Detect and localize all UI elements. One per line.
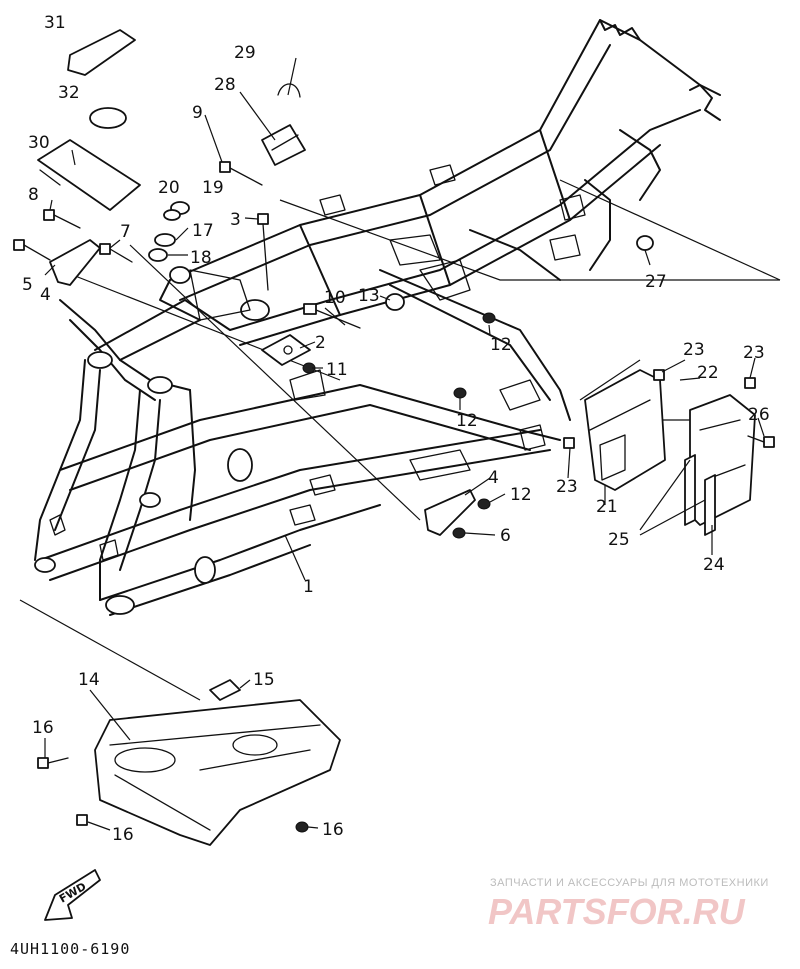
callout-leaders [44,57,765,831]
callout-27: 27 [645,272,667,292]
callout-12-b: 12 [456,411,478,431]
part-8-bolt [43,209,81,229]
callout-5: 5 [22,275,33,295]
part-9-bolt [219,161,263,186]
callout-29: 29 [234,43,256,63]
part-30-cover [37,139,141,211]
part-17-washer [154,233,176,247]
main-frame [34,19,721,616]
callout-22: 22 [697,363,719,383]
part-25-bands [684,454,716,536]
part-4-bracket-right [424,489,476,536]
callout-labels: 31 32 30 29 28 9 20 19 8 3 17 18 7 5 4 1… [22,13,770,845]
callout-20: 20 [158,178,180,198]
part-24-cover [689,394,756,526]
callout-19: 19 [202,178,224,198]
part-26-bolt [747,435,775,448]
watermark-tagline: ЗАПЧАСТИ И АКСЕССУАРЫ ДЛЯ МОТОТЕХНИКИ [490,877,769,889]
callout-23-b: 23 [743,343,765,363]
callout-24: 24 [703,555,725,575]
part-31-pad [67,29,136,76]
callout-4-left: 4 [40,285,51,305]
callout-31: 31 [44,13,66,33]
callout-18: 18 [190,248,212,268]
fwd-arrow-icon: FWD [44,869,101,921]
part-32-disc [89,107,127,129]
part-28-bracket [261,124,306,166]
callout-32: 32 [58,83,80,103]
part-21-battery-box [584,369,666,491]
callout-23-c: 23 [556,477,578,497]
part-13-mount [385,293,405,311]
part-6-nut [452,527,466,539]
callout-17: 17 [192,221,214,241]
callout-1: 1 [303,577,314,597]
callout-9: 9 [192,103,203,123]
callout-7: 7 [120,222,131,242]
callout-30: 30 [28,133,50,153]
part-19-ring [163,209,181,221]
callout-13: 13 [358,286,380,306]
callout-11: 11 [326,360,348,380]
callout-21: 21 [596,497,618,517]
diagram-code: 4UH1100-6190 [10,940,130,958]
part-4-bracket-left [49,239,101,286]
callout-28: 28 [214,75,236,95]
part-15-pad [209,679,241,701]
part-3-bolt [257,213,269,291]
callout-25: 25 [608,530,630,550]
assembly-guide-lines [19,179,781,701]
callout-16-c: 16 [322,820,344,840]
callout-12-c: 12 [510,485,532,505]
callout-26: 26 [748,405,770,425]
watermark: ЗАПЧАСТИ И АКСЕССУАРЫ ДЛЯ МОТОТЕХНИКИ PA… [488,877,769,932]
part-14-skid-plate [94,699,341,846]
callout-2: 2 [315,333,326,353]
callout-3: 3 [230,210,241,230]
callout-15: 15 [253,670,275,690]
part-5-bolt [13,239,51,261]
part-7-bolt [99,243,133,263]
callout-23-a: 23 [683,340,705,360]
part-12-nuts [453,312,496,510]
callout-14: 14 [78,670,100,690]
callout-12-a: 12 [490,335,512,355]
part-18-nut [148,248,168,262]
part-27-cap [636,235,654,251]
watermark-brand: PARTSFOR.RU [488,891,746,932]
callout-6: 6 [500,526,511,546]
callout-8: 8 [28,185,39,205]
callout-16-a: 16 [32,718,54,738]
callout-16-b: 16 [112,825,134,845]
callout-4-right: 4 [488,468,499,488]
part-2-plate [261,334,311,366]
part-29-clip [277,83,301,98]
part-16-bolts [37,757,309,833]
callout-10: 10 [324,288,346,308]
